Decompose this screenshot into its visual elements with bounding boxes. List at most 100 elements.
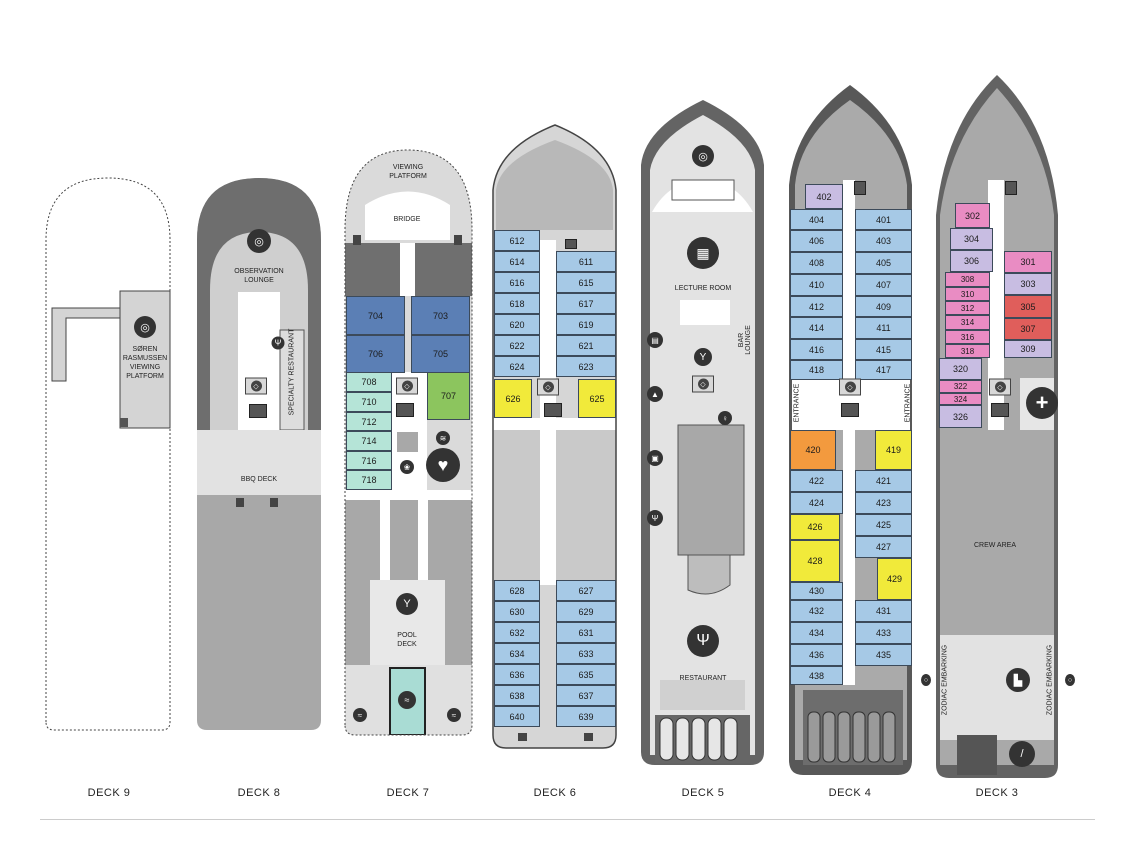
cabin-430[interactable]: 430 — [790, 582, 843, 600]
cabin-308[interactable]: 308 — [945, 272, 990, 287]
cabin-403[interactable]: 403 — [855, 230, 912, 252]
cabin-301[interactable]: 301 — [1004, 251, 1052, 273]
cabin-639[interactable]: 639 — [556, 706, 616, 727]
cabin-424[interactable]: 424 — [790, 492, 843, 514]
life-ring-icon: ○ — [921, 674, 931, 686]
deck-5-title: DECK 5 — [681, 787, 725, 799]
cabin-632[interactable]: 632 — [494, 622, 540, 643]
cabin-625[interactable]: 625 — [578, 379, 616, 418]
cabin-611[interactable]: 611 — [556, 251, 616, 272]
cabin-410[interactable]: 410 — [790, 274, 843, 296]
cabin-421[interactable]: 421 — [855, 470, 912, 492]
cabin-431[interactable]: 431 — [855, 600, 912, 622]
cabin-305[interactable]: 305 — [1004, 295, 1052, 318]
cabin-307[interactable]: 307 — [1004, 318, 1052, 340]
cabin-426[interactable]: 426 — [790, 514, 840, 540]
cabin-435[interactable]: 435 — [855, 644, 912, 666]
cabin-626[interactable]: 626 — [494, 379, 532, 418]
cabin-401[interactable]: 401 — [855, 209, 912, 230]
cabin-703[interactable]: 703 — [411, 296, 470, 335]
cabin-406[interactable]: 406 — [790, 230, 843, 252]
cabin-420[interactable]: 420 — [790, 430, 836, 470]
cabin-419[interactable]: 419 — [875, 430, 912, 470]
cabin-638[interactable]: 638 — [494, 685, 540, 706]
cabin-427[interactable]: 427 — [855, 536, 912, 558]
cabin-634[interactable]: 634 — [494, 643, 540, 664]
cabin-622[interactable]: 622 — [494, 335, 540, 356]
cabin-620[interactable]: 620 — [494, 314, 540, 335]
cabin-708[interactable]: 708 — [346, 372, 392, 392]
cabin-633[interactable]: 633 — [556, 643, 616, 664]
cabin-302[interactable]: 302 — [955, 203, 990, 228]
cabin-415[interactable]: 415 — [855, 339, 912, 360]
cabin-618[interactable]: 618 — [494, 293, 540, 314]
cabin-422[interactable]: 422 — [790, 470, 843, 492]
cabin-312[interactable]: 312 — [945, 301, 990, 315]
cabin-623[interactable]: 623 — [556, 356, 616, 377]
cabin-612[interactable]: 612 — [494, 230, 540, 251]
cabin-710[interactable]: 710 — [346, 392, 392, 412]
cabin-619[interactable]: 619 — [556, 314, 616, 335]
cabin-316[interactable]: 316 — [945, 330, 990, 344]
cabin-322[interactable]: 322 — [939, 380, 982, 393]
cabin-310[interactable]: 310 — [945, 287, 990, 301]
cabin-324[interactable]: 324 — [939, 393, 982, 405]
cabin-423[interactable]: 423 — [855, 492, 912, 514]
cabin-718[interactable]: 718 — [346, 470, 392, 490]
cabin-433[interactable]: 433 — [855, 622, 912, 644]
cabin-434[interactable]: 434 — [790, 622, 843, 644]
cabin-635[interactable]: 635 — [556, 664, 616, 685]
cabin-630[interactable]: 630 — [494, 601, 540, 622]
cabin-418[interactable]: 418 — [790, 360, 843, 380]
cabin-314[interactable]: 314 — [945, 315, 990, 330]
cabin-707[interactable]: 707 — [427, 372, 470, 420]
cabin-306[interactable]: 306 — [950, 250, 993, 272]
cabin-637[interactable]: 637 — [556, 685, 616, 706]
stairs-icon — [249, 404, 267, 418]
cabin-624[interactable]: 624 — [494, 356, 540, 377]
cabin-628[interactable]: 628 — [494, 580, 540, 601]
cabin-640[interactable]: 640 — [494, 706, 540, 727]
cabin-411[interactable]: 411 — [855, 317, 912, 339]
cabin-304[interactable]: 304 — [950, 228, 993, 250]
cabin-414[interactable]: 414 — [790, 317, 843, 339]
cabin-412[interactable]: 412 — [790, 296, 843, 317]
cabin-404[interactable]: 404 — [790, 209, 843, 230]
cabin-704[interactable]: 704 — [346, 296, 405, 335]
cabin-402[interactable]: 402 — [805, 184, 843, 209]
cabin-436[interactable]: 436 — [790, 644, 843, 666]
cabin-425[interactable]: 425 — [855, 514, 912, 536]
cabin-627[interactable]: 627 — [556, 580, 616, 601]
cabin-615[interactable]: 615 — [556, 272, 616, 293]
cabin-712[interactable]: 712 — [346, 412, 392, 431]
cabin-438[interactable]: 438 — [790, 666, 843, 685]
cabin-428[interactable]: 428 — [790, 540, 840, 582]
cabin-621[interactable]: 621 — [556, 335, 616, 356]
cabin-408[interactable]: 408 — [790, 252, 843, 274]
cabin-617[interactable]: 617 — [556, 293, 616, 314]
cabin-320[interactable]: 320 — [939, 358, 982, 380]
cabin-616[interactable]: 616 — [494, 272, 540, 293]
cabin-405[interactable]: 405 — [855, 252, 912, 274]
deck-6-hull — [493, 125, 616, 748]
cabin-303[interactable]: 303 — [1004, 273, 1052, 295]
cabin-716[interactable]: 716 — [346, 451, 392, 470]
elevator-icon: ◇ — [692, 375, 714, 393]
cabin-706[interactable]: 706 — [346, 335, 405, 373]
cabin-636[interactable]: 636 — [494, 664, 540, 685]
zodiac-embarking-label-starboard: ZODIAC EMBARKING — [1046, 644, 1054, 716]
cabin-629[interactable]: 629 — [556, 601, 616, 622]
cabin-432[interactable]: 432 — [790, 600, 843, 622]
cabin-407[interactable]: 407 — [855, 274, 912, 296]
cabin-614[interactable]: 614 — [494, 251, 540, 272]
cabin-631[interactable]: 631 — [556, 622, 616, 643]
cabin-309[interactable]: 309 — [1004, 340, 1052, 358]
cabin-705[interactable]: 705 — [411, 335, 470, 373]
cabin-318[interactable]: 318 — [945, 344, 990, 358]
cabin-416[interactable]: 416 — [790, 339, 843, 360]
cabin-714[interactable]: 714 — [346, 431, 392, 451]
cabin-417[interactable]: 417 — [855, 360, 912, 380]
cabin-429[interactable]: 429 — [877, 558, 912, 600]
cabin-409[interactable]: 409 — [855, 296, 912, 317]
cabin-326[interactable]: 326 — [939, 405, 982, 428]
